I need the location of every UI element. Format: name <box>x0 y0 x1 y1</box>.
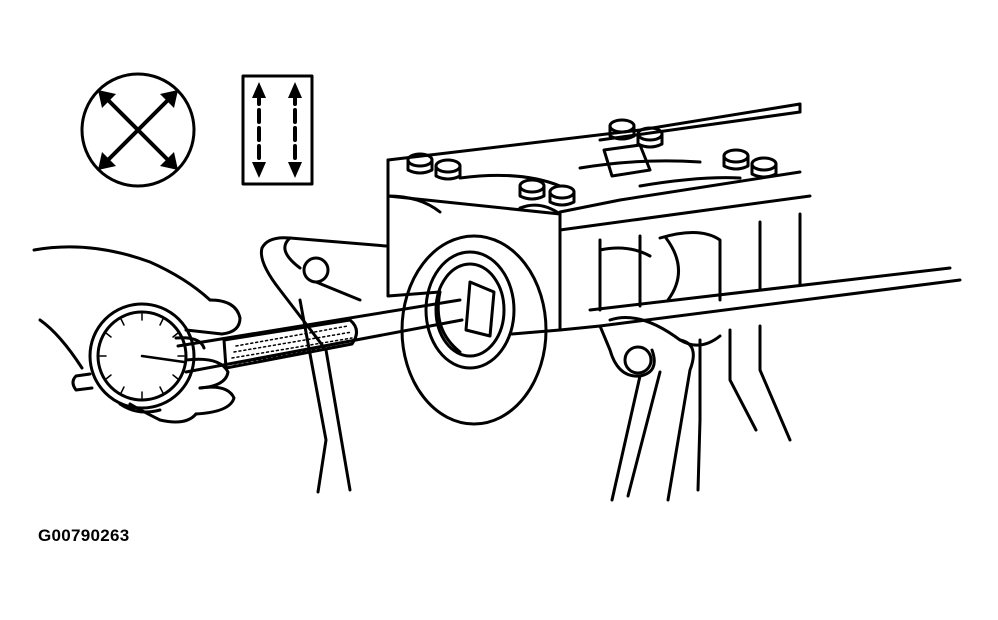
vertical-measure-icon <box>241 74 314 186</box>
bolt <box>406 152 434 175</box>
bolt <box>722 148 750 171</box>
figure-code-label: G00790263 <box>38 526 130 545</box>
bolt <box>750 156 778 179</box>
bearing-bore <box>400 234 548 426</box>
engine-stand <box>259 236 792 502</box>
diagonal-measure-icon <box>80 72 196 188</box>
bolt <box>608 118 636 141</box>
dial-bore-gauge <box>71 298 464 414</box>
bolt <box>636 126 664 149</box>
bolt <box>434 158 462 181</box>
bolt <box>548 184 576 207</box>
bolt <box>518 178 546 201</box>
gauge-knurled-grip <box>222 318 358 370</box>
hand <box>32 245 242 424</box>
engine-block <box>386 102 962 336</box>
dial-indicator <box>71 302 196 414</box>
cap-bolts <box>406 118 778 207</box>
